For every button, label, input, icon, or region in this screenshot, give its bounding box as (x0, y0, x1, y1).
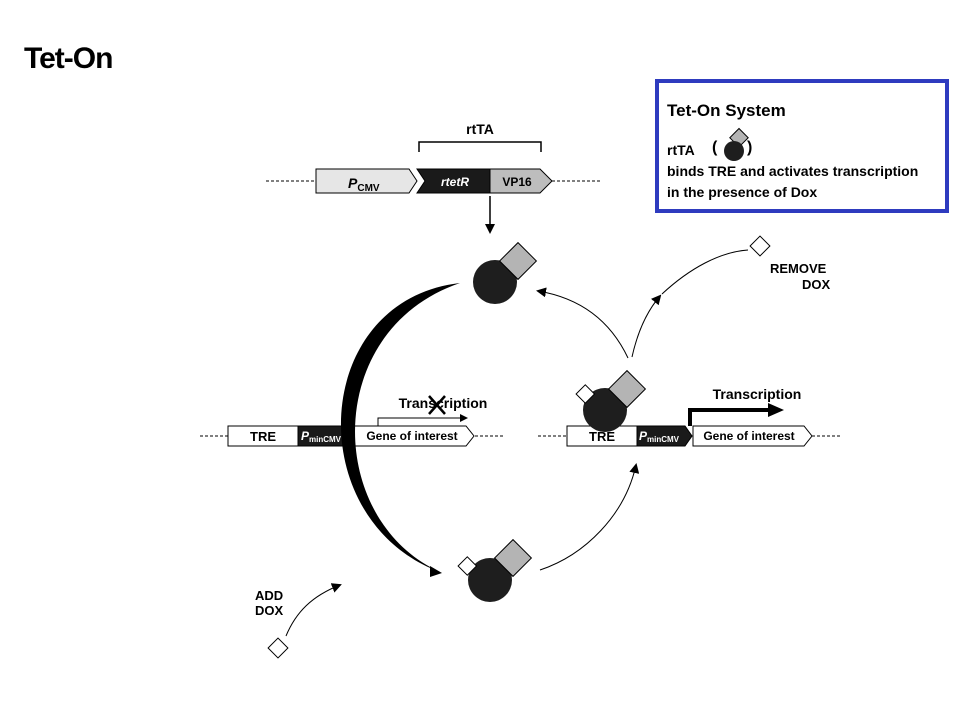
transcription-arrow-right (688, 408, 770, 426)
pcmv-label: PCMV (348, 175, 380, 194)
pcmv-promoter (315, 168, 418, 194)
legend-description-line1: binds TRE and activates transcription (667, 163, 919, 179)
legend-box: Tet-On System rtTA ( ) binds TRE and act… (655, 79, 949, 213)
legend-paren-close: ) (747, 139, 753, 156)
rtta-bracket (418, 141, 542, 152)
rtta-protein-icon (724, 127, 749, 161)
tre-label-left: TRE (250, 429, 276, 444)
vp16-label: VP16 (502, 175, 532, 189)
add-dox-line2: DOX (255, 603, 284, 618)
blocked-x-icon (428, 395, 446, 415)
rtta-bracket-label: rtTA (466, 121, 494, 137)
dox-diamond-add (267, 637, 289, 659)
remove-dox-arrow-tail (661, 249, 749, 295)
rtta-protein-top (473, 241, 538, 304)
pmincmv-label-left: PminCMV (301, 429, 342, 444)
rtta-dox-protein-bottom (457, 538, 533, 602)
page-title: Tet-On (24, 42, 113, 75)
add-dox-arrow (285, 583, 342, 637)
pmincmv-label-right: PminCMV (639, 429, 680, 444)
release-arrow (536, 287, 629, 359)
right-cassette: TRE PminCMV Gene of interest Transcripti… (538, 386, 842, 447)
left-cassette: TRE PminCMV Gene of interest Transcripti… (200, 395, 505, 447)
dox-diamond-remove (749, 235, 771, 257)
gene-label-right: Gene of interest (703, 429, 794, 443)
legend-paren-open: ( (712, 139, 718, 156)
gene-of-interest-right (692, 425, 813, 447)
binding-crescent-arrow (340, 283, 460, 572)
dox-molecule-bound (575, 384, 596, 404)
gene-label-left: Gene of interest (366, 429, 457, 443)
tre-label-right: TRE (589, 429, 615, 444)
remove-dox-arrow (631, 294, 662, 358)
rtetr-segment (416, 168, 491, 194)
legend-rtta-label: rtTA (667, 142, 695, 158)
bind-arrow (539, 463, 640, 571)
transcription-label-right: Transcription (713, 386, 802, 402)
dox-molecule (457, 556, 478, 576)
rtta-dox-bound-protein (575, 369, 647, 432)
transcription-arrow-left (377, 417, 462, 426)
remove-dox-line2: DOX (802, 277, 831, 292)
legend-description-line2: in the presence of Dox (667, 184, 818, 200)
rtetr-label: rtetR (441, 175, 469, 189)
legend-heading: Tet-On System (667, 101, 786, 120)
add-dox-line1: ADD (255, 588, 283, 603)
vp16-segment (489, 168, 553, 194)
remove-dox-line1: REMOVE (770, 261, 827, 276)
transcription-label-left: Transcription (399, 395, 488, 411)
rtta-construct: rtTA PCMV rtetR VP16 (266, 121, 602, 234)
pmincmv-right (636, 425, 693, 447)
